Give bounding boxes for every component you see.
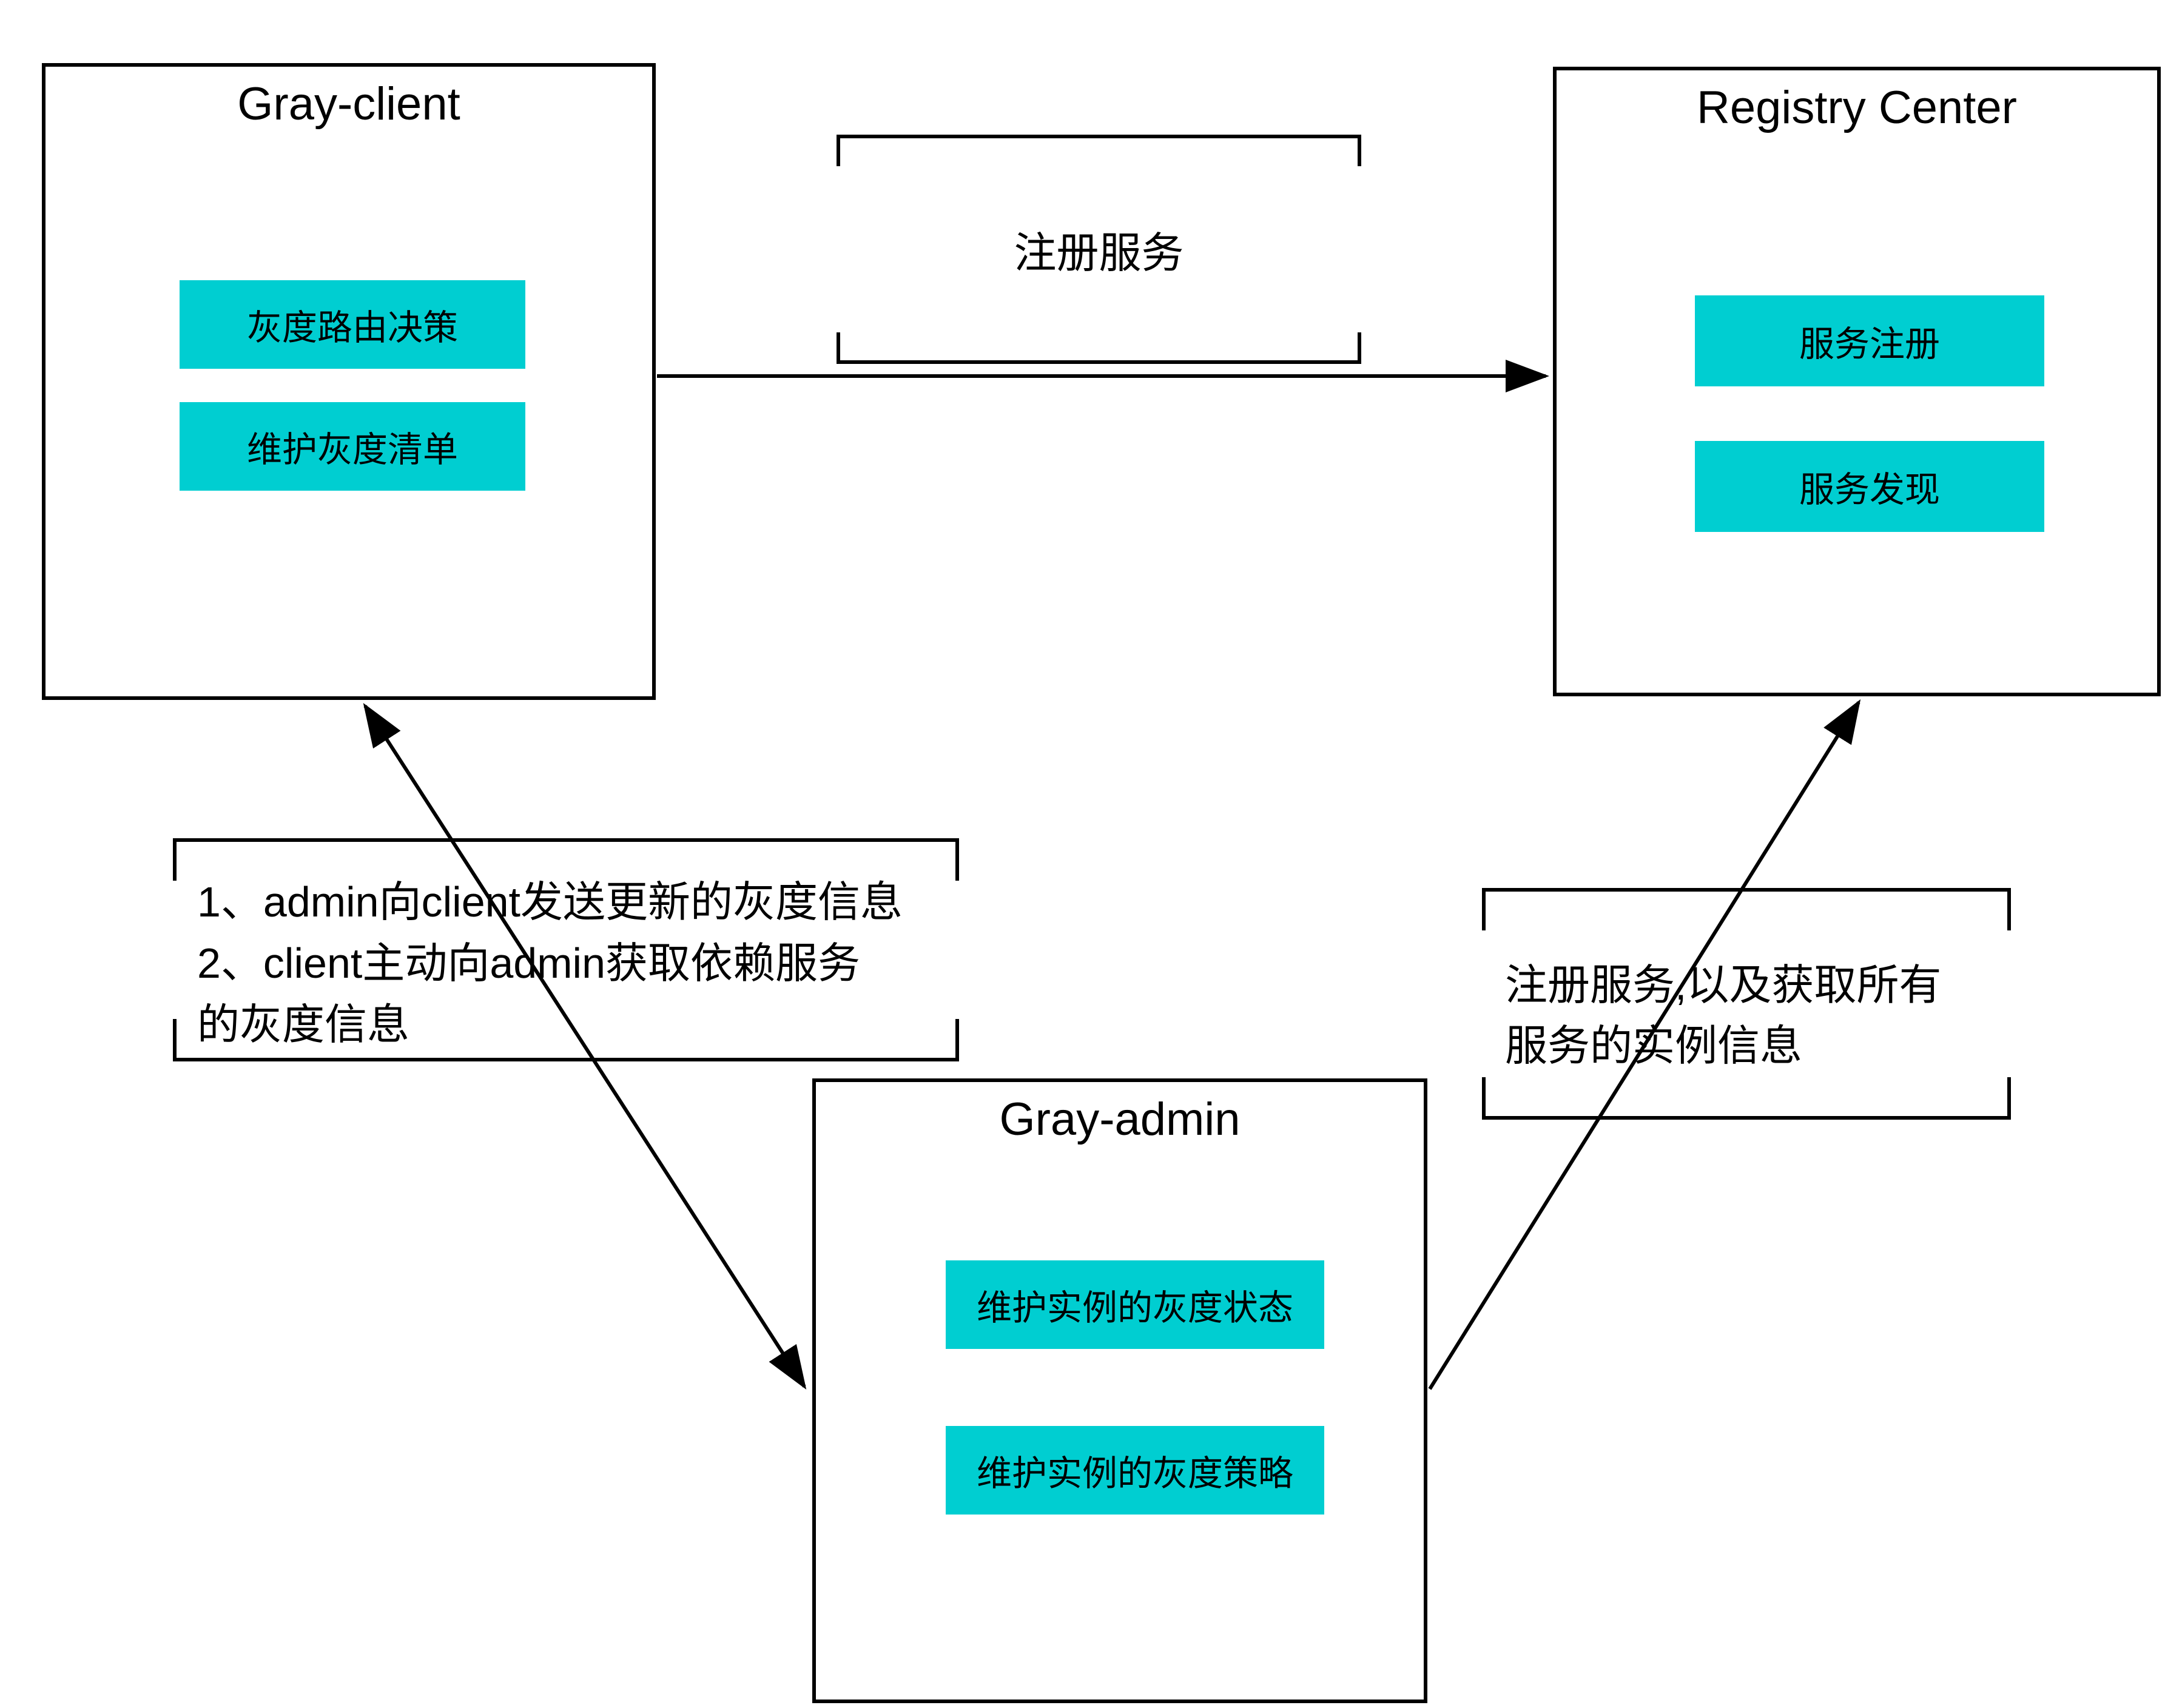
node-registry-center: Registry Center 服务注册 服务发现 (1553, 67, 2161, 696)
note-line-3: 的灰度信息 (197, 1001, 409, 1048)
node-gray-client: Gray-client 灰度路由决策 维护灰度清单 (42, 63, 656, 700)
node-gray-admin-title: Gray-admin (999, 1094, 1241, 1145)
note-line-2: 2、client主动向admin获取依赖服务 (197, 940, 860, 987)
label-admin-registry-notes: 注册服务,以及获取所有 服务的实例信息 (1482, 888, 2011, 1120)
chip-service-register: 服务注册 (1695, 295, 2044, 386)
chip-maintain-instance-gray-state: 维护实例的灰度状态 (946, 1260, 1324, 1349)
label-register-service: 注册服务 (1014, 229, 1184, 277)
node-gray-admin: Gray-admin 维护实例的灰度状态 维护实例的灰度策略 (812, 1078, 1427, 1703)
chip-service-discovery: 服务发现 (1695, 441, 2044, 532)
bracket-admin-registry-notes: 注册服务,以及获取所有 服务的实例信息 (1482, 888, 2011, 1120)
bracket-client-admin-notes: 1、admin向client发送更新的灰度信息 2、client主动向admin… (173, 838, 959, 1061)
chip-maintain-instance-gray-policy: 维护实例的灰度策略 (946, 1426, 1324, 1515)
bracket-register-service: 注册服务 (837, 135, 1361, 364)
chip-gray-routing-decision: 灰度路由决策 (180, 280, 525, 369)
node-registry-center-title: Registry Center (1697, 82, 2017, 133)
label-client-admin-notes: 1、admin向client发送更新的灰度信息 2、client主动向admin… (173, 838, 959, 1061)
note-line-1: 1、admin向client发送更新的灰度信息 (197, 878, 903, 926)
chip-maintain-gray-list: 维护灰度清单 (180, 402, 525, 491)
node-gray-client-title: Gray-client (237, 78, 460, 130)
note-line-1: 注册服务,以及获取所有 (1505, 961, 1942, 1009)
note-line-2: 服务的实例信息 (1505, 1022, 1802, 1069)
